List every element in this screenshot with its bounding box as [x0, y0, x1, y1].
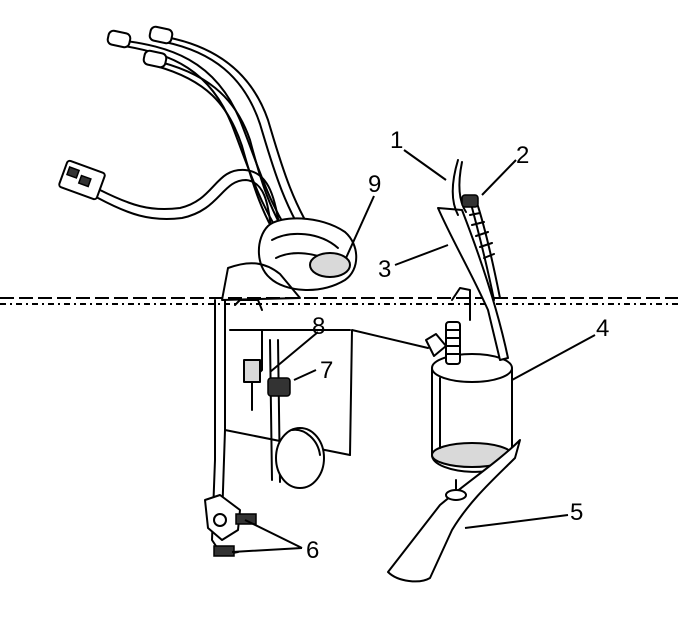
- callout-4: 4: [596, 315, 609, 342]
- pump-hoses: [437, 159, 509, 361]
- callout-3: 3: [378, 256, 391, 283]
- electrical-connector: [58, 159, 281, 235]
- callout-7: 7: [320, 357, 333, 384]
- module-outline: [349, 329, 429, 456]
- fuel-pump: [425, 287, 513, 473]
- callout-1: 1: [390, 127, 403, 154]
- module-frame: [204, 299, 351, 557]
- callout-5: 5: [570, 499, 583, 526]
- module-flange: [221, 217, 358, 301]
- tank-section-line: [0, 297, 678, 305]
- callout-6: 6: [306, 537, 319, 564]
- callout-labels: 1 2 3 4 5 6 7 8 9: [306, 127, 609, 564]
- leader-lines: [231, 149, 596, 553]
- callout-8: 8: [312, 313, 325, 340]
- strainer: [387, 439, 521, 583]
- callout-9: 9: [368, 171, 381, 198]
- callout-2: 2: [516, 142, 529, 169]
